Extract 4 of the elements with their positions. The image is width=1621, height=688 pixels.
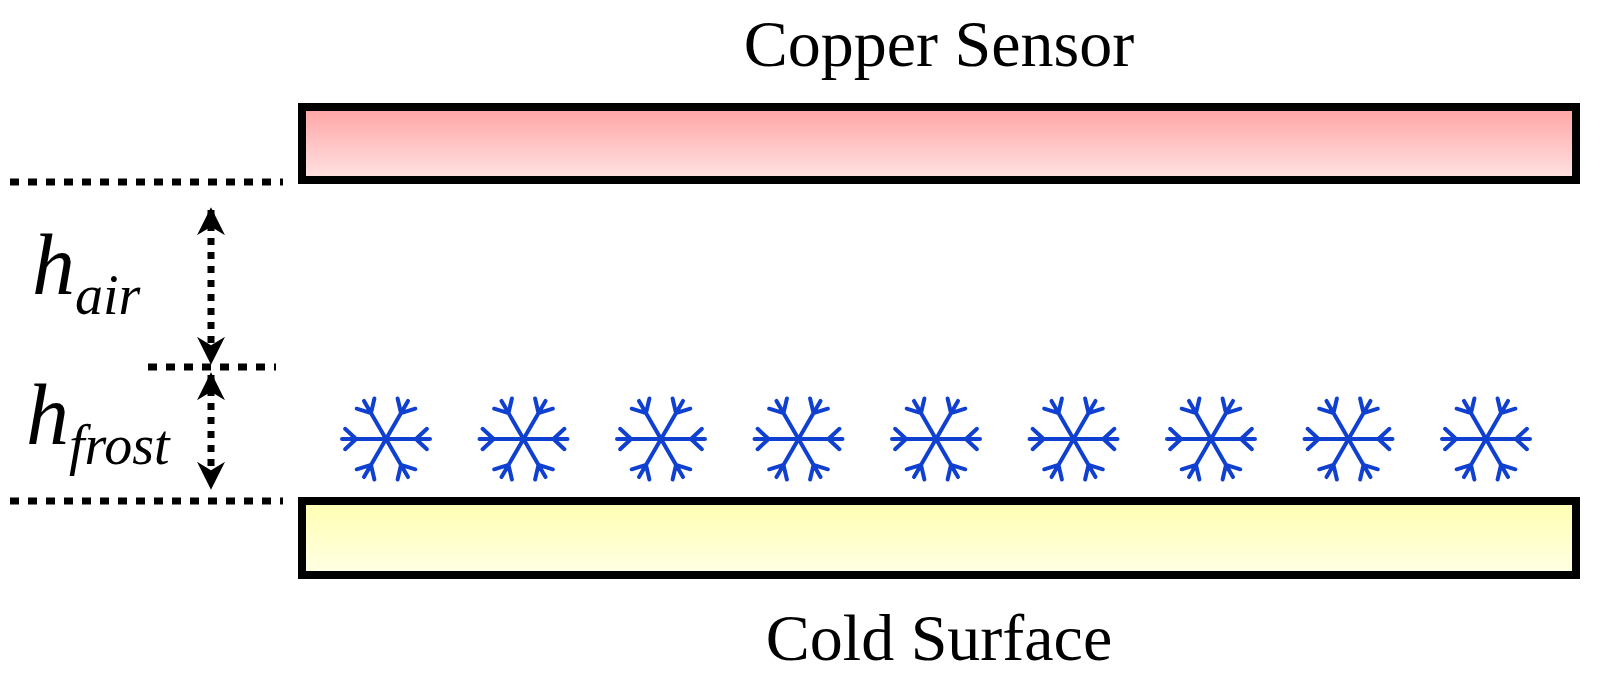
- sensor-plate: [298, 103, 1580, 184]
- dimension-label: h$_{air}$: [32, 222, 141, 323]
- plate-label: Cold Surface: [765, 605, 1113, 671]
- surface-plate: [298, 497, 1580, 579]
